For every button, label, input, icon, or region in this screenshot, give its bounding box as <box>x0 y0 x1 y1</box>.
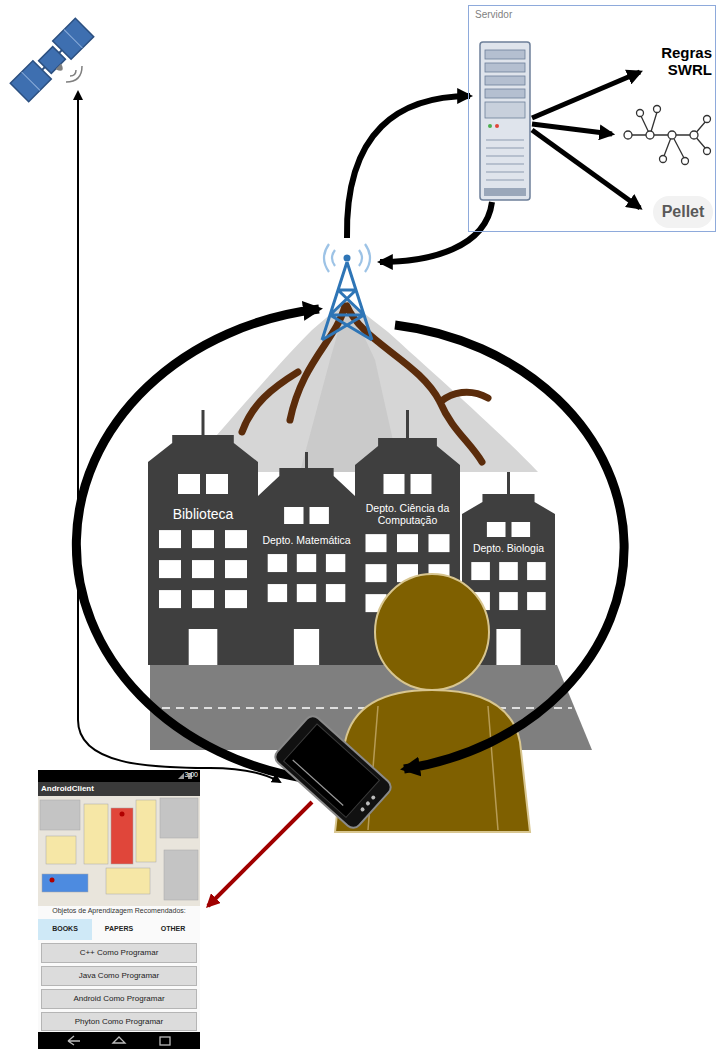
building-shape <box>258 452 355 665</box>
road <box>150 665 592 750</box>
list-button: C++ Como Programar <box>41 943 197 963</box>
antenna-tower <box>322 244 372 340</box>
building-shape <box>148 410 258 665</box>
network-arrows <box>347 96 492 262</box>
list-button-text: Java Como Programar <box>79 971 159 980</box>
user-figure <box>335 574 530 832</box>
mountain <box>185 300 538 472</box>
reasoner-logo: Pellet <box>653 196 713 228</box>
list-button: Android Como Programar <box>41 989 197 1009</box>
server-box: ServidorPellet <box>468 5 716 232</box>
building-name: Depto. Ciência da Computação <box>357 502 458 526</box>
signal-waves <box>66 66 82 82</box>
list-button-text: C++ Como Programar <box>80 948 159 957</box>
tab-text: PAPERS <box>105 925 133 933</box>
app-title: AndroidClient <box>41 784 191 793</box>
building-name: Biblioteca <box>150 506 256 522</box>
server-title: Servidor <box>475 9 615 21</box>
building-shape <box>462 472 555 665</box>
ontology-icon <box>624 106 711 165</box>
reasoner-logo-text: Pellet <box>662 203 705 221</box>
coverage-ring <box>76 309 624 779</box>
rules-label: Regras SWRL <box>646 44 712 79</box>
building: Biblioteca <box>148 410 258 665</box>
app-screenshot: AndroidClientObjetos de Aprendizagem Rec… <box>38 770 200 1049</box>
building-shape <box>355 410 460 665</box>
server-icon <box>480 42 530 200</box>
server-ground <box>468 5 716 232</box>
tab-selected: BOOKS <box>38 919 92 940</box>
tab-selected-text: BOOKS <box>52 925 78 933</box>
list-button-text: Phyton Como Programar <box>75 1017 163 1026</box>
building-name: Depto. Matemática <box>260 534 353 546</box>
tab: PAPERS <box>92 919 146 940</box>
satellite-icon <box>10 18 94 102</box>
list-button-text: Android Como Programar <box>73 994 164 1003</box>
building: Depto. Ciência da Computação <box>355 410 460 665</box>
list-button: Phyton Como Programar <box>41 1012 197 1031</box>
list-button: Java Como Programar <box>41 966 197 986</box>
building: Depto. Matemática <box>258 452 355 665</box>
building: Depto. Biologia <box>462 472 555 665</box>
clock: 3:00 <box>182 771 198 779</box>
tab-text: OTHER <box>161 925 186 933</box>
phone-icon <box>272 713 394 831</box>
zoom-arrow <box>208 802 312 906</box>
server-arrows <box>532 72 640 208</box>
list-heading: Objetos de Aprendizagem Recomendados: <box>38 907 200 915</box>
building-name: Depto. Biologia <box>464 542 553 554</box>
tab: OTHER <box>146 919 200 940</box>
